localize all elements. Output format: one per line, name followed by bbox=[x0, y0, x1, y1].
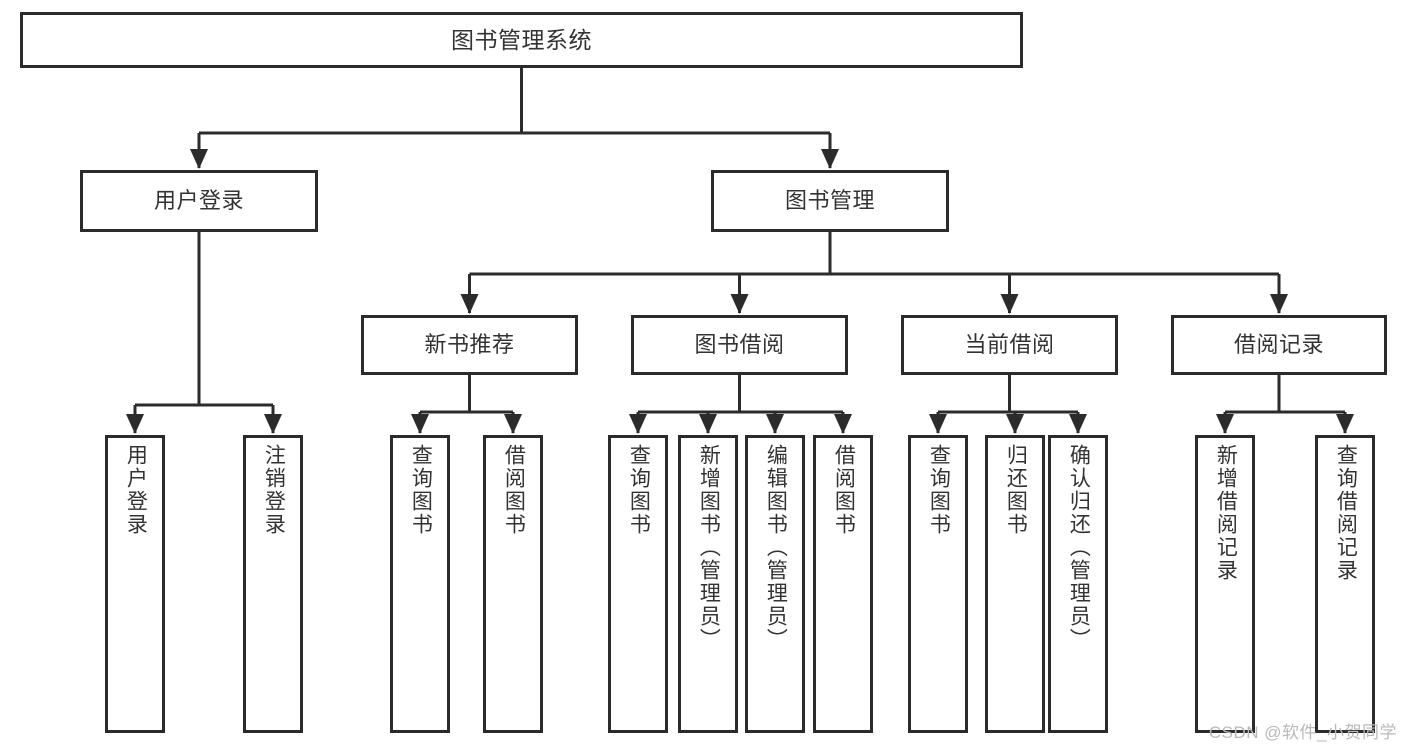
node-label: 图书管理系统 bbox=[451, 26, 592, 53]
leaf-query-books-recommendation[interactable]: 查询图书 bbox=[390, 435, 450, 733]
leaf-query-books-borrowing[interactable]: 查询图书 bbox=[608, 435, 668, 733]
leaf-return-books[interactable]: 归还图书 bbox=[985, 435, 1045, 733]
node-label: 查询图书 bbox=[627, 444, 651, 536]
node-label: 归还图书 bbox=[1004, 444, 1028, 536]
node-label: 借阅记录 bbox=[1233, 332, 1324, 358]
node-user-login[interactable]: 用户登录 bbox=[80, 170, 318, 232]
node-label: 借阅图书 bbox=[502, 444, 526, 536]
node-label: 图书借阅 bbox=[694, 332, 785, 358]
node-label: 确认归还（管理员） bbox=[1067, 444, 1091, 651]
node-book-borrowing[interactable]: 图书借阅 bbox=[631, 315, 848, 375]
node-label: 图书管理 bbox=[784, 188, 875, 214]
node-root-book-management-system[interactable]: 图书管理系统 bbox=[20, 12, 1023, 68]
leaf-user-login[interactable]: 用户登录 bbox=[105, 435, 165, 733]
node-label: 注销登录 bbox=[262, 444, 286, 536]
leaf-query-borrowing-record[interactable]: 查询借阅记录 bbox=[1315, 435, 1375, 733]
leaf-confirm-return-admin[interactable]: 确认归还（管理员） bbox=[1048, 435, 1108, 733]
leaf-borrow-books-recommendation[interactable]: 借阅图书 bbox=[483, 435, 543, 733]
node-label: 当前借阅 bbox=[964, 332, 1055, 358]
node-label: 查询图书 bbox=[409, 444, 433, 536]
node-new-book-recommendation[interactable]: 新书推荐 bbox=[361, 315, 578, 375]
node-label: 用户登录 bbox=[153, 188, 244, 214]
node-current-borrowing[interactable]: 当前借阅 bbox=[901, 315, 1118, 375]
node-label: 新增借阅记录 bbox=[1214, 444, 1238, 582]
leaf-borrow-books-borrowing[interactable]: 借阅图书 bbox=[813, 435, 873, 733]
leaf-edit-book-admin[interactable]: 编辑图书（管理员） bbox=[745, 435, 805, 733]
leaf-add-book-admin[interactable]: 新增图书（管理员） bbox=[678, 435, 738, 733]
node-label: 新书推荐 bbox=[424, 332, 515, 358]
node-label: 借阅图书 bbox=[832, 444, 856, 536]
node-label: 查询图书 bbox=[927, 444, 951, 536]
node-borrowing-records[interactable]: 借阅记录 bbox=[1171, 315, 1387, 375]
leaf-add-borrowing-record[interactable]: 新增借阅记录 bbox=[1195, 435, 1255, 733]
node-book-management[interactable]: 图书管理 bbox=[711, 170, 949, 232]
leaf-logout[interactable]: 注销登录 bbox=[243, 435, 303, 733]
watermark-text: CSDN @软件_小贺同学 bbox=[1208, 723, 1397, 742]
node-label: 编辑图书（管理员） bbox=[764, 444, 788, 651]
node-label: 新增图书（管理员） bbox=[697, 444, 721, 651]
node-label: 用户登录 bbox=[124, 444, 148, 536]
leaf-query-books-current[interactable]: 查询图书 bbox=[908, 435, 968, 733]
node-label: 查询借阅记录 bbox=[1334, 444, 1358, 582]
